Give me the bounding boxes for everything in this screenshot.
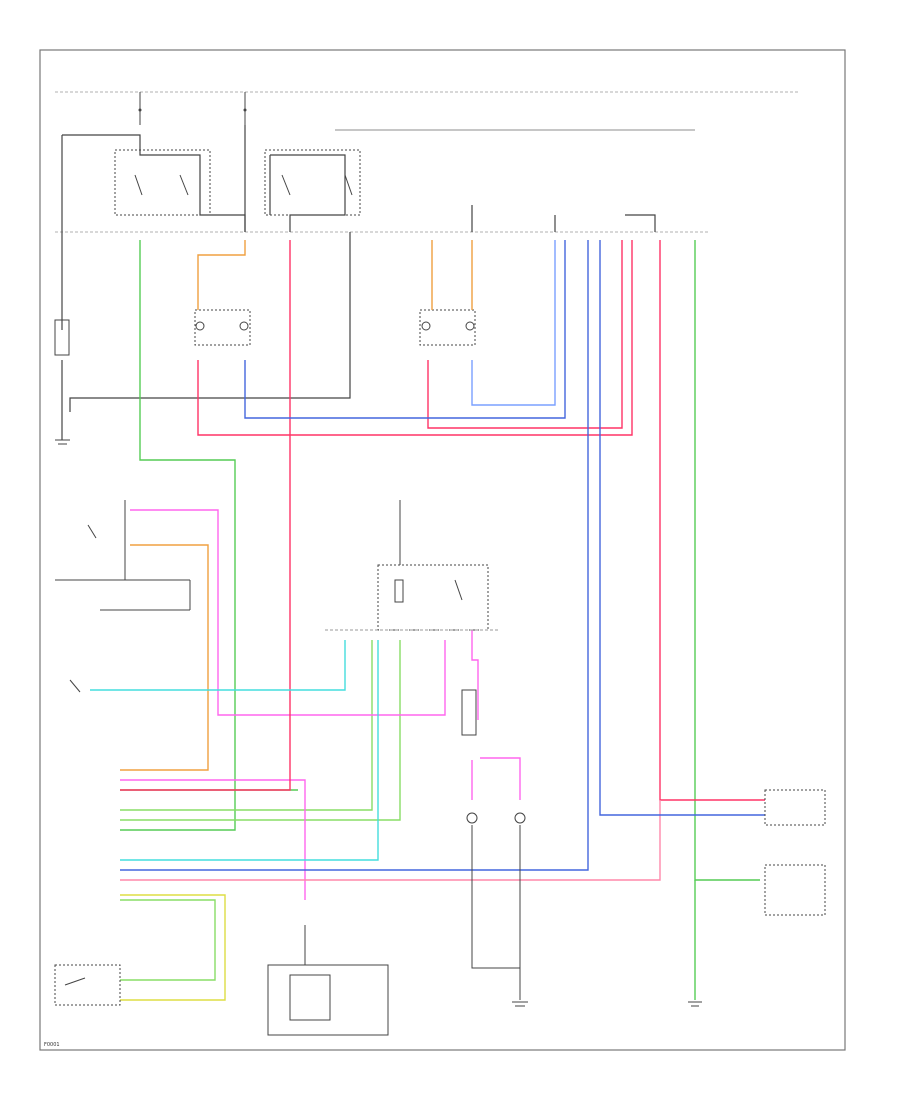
yellow-wires bbox=[120, 894, 226, 1001]
bottom-center-motor bbox=[267, 925, 389, 1036]
fuse-group-left bbox=[138, 92, 247, 125]
lightpink-wires bbox=[120, 800, 661, 881]
left-switch-panel bbox=[55, 500, 191, 693]
black-wires bbox=[61, 125, 656, 440]
relay-switches-top bbox=[114, 149, 361, 216]
bottom-left-switch bbox=[54, 964, 121, 1006]
right-connector-module bbox=[764, 789, 826, 916]
cyan-wires bbox=[90, 640, 379, 861]
blue-wires bbox=[120, 240, 765, 871]
red-wires bbox=[120, 240, 765, 801]
resistor-module bbox=[461, 689, 526, 1000]
center-relay bbox=[325, 500, 500, 631]
lightblue-wires bbox=[471, 240, 556, 406]
diagram-frame bbox=[39, 49, 846, 1051]
orange-wires bbox=[120, 240, 473, 771]
pink-wires bbox=[120, 509, 521, 900]
footer-code: F0001 bbox=[44, 1042, 60, 1048]
ground-symbols bbox=[55, 439, 702, 1007]
lamp-symbols bbox=[54, 309, 476, 356]
green-wires bbox=[120, 240, 760, 1000]
lightgreen-wires bbox=[120, 640, 401, 981]
